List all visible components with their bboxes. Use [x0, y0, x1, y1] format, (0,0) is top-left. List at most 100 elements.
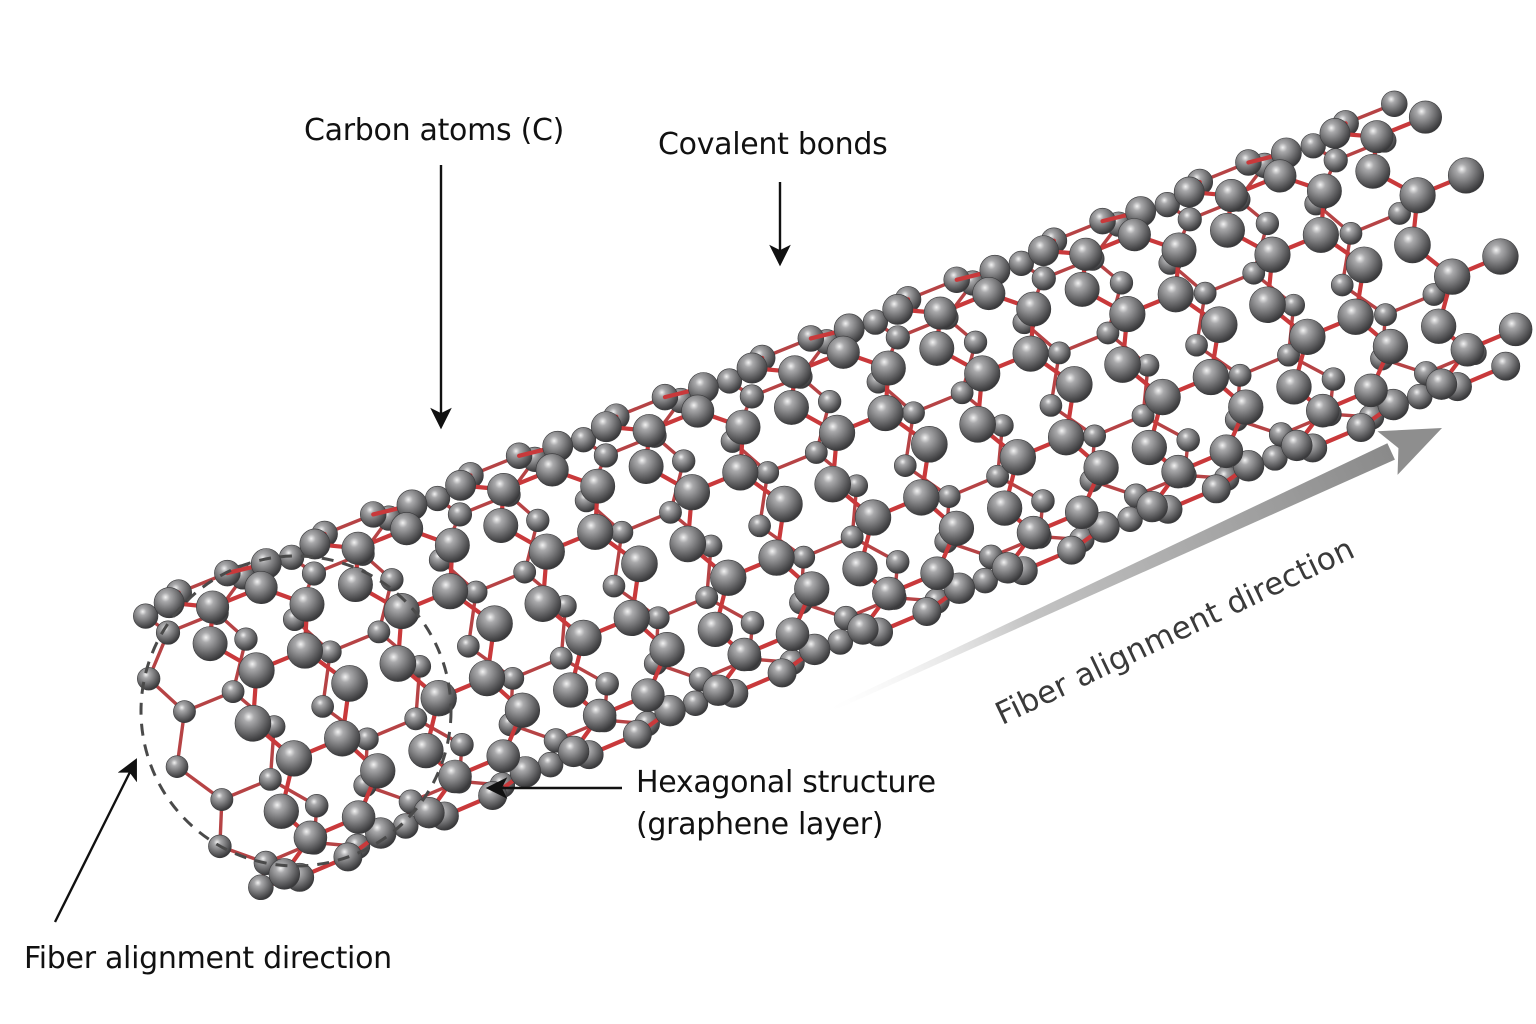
carbon-atom: [963, 330, 988, 354]
carbon-atom: [1263, 159, 1297, 193]
carbon-atom: [778, 355, 812, 389]
carbon-atom: [582, 698, 617, 733]
carbon-atom: [756, 461, 780, 484]
carbon-atom: [360, 753, 396, 789]
carbon-atom: [432, 573, 469, 610]
carbon-atom: [972, 277, 1006, 311]
carbon-atom: [513, 560, 537, 584]
carbon-atom: [324, 720, 361, 757]
carbon-atom: [1491, 351, 1521, 381]
carbon-atom: [748, 514, 771, 538]
carbon-atom: [681, 394, 715, 428]
carbon-atom: [854, 499, 892, 536]
carbon-atom: [1262, 445, 1288, 471]
carbon-atom: [248, 874, 274, 901]
carbon-atom: [1064, 495, 1099, 530]
carbon-atom: [438, 759, 472, 794]
carbon-atom: [613, 599, 650, 637]
carbon-atom: [1136, 490, 1168, 523]
carbon-atom: [1281, 429, 1313, 462]
carbon-atom: [669, 525, 707, 563]
carbon-atom: [1289, 318, 1326, 355]
carbon-atom: [903, 479, 940, 516]
carbon-atom: [1176, 428, 1200, 452]
carbon-atom: [1117, 506, 1143, 533]
carbon-atom: [1255, 211, 1280, 236]
carbon-atom: [1421, 308, 1457, 344]
carbon-atom: [847, 613, 879, 645]
carbon-atom: [526, 508, 550, 533]
carbon-atom: [1039, 394, 1063, 417]
carbon-atom: [476, 605, 513, 642]
carbon-atom: [1109, 271, 1134, 295]
carbon-atom: [1276, 369, 1312, 405]
carbon-atom: [1177, 207, 1202, 232]
carbon-atom: [1083, 424, 1107, 448]
carbon-atom: [1154, 191, 1180, 218]
carbon-atom: [893, 454, 917, 477]
carbon-atom: [673, 474, 711, 511]
carbon-atom: [468, 659, 506, 697]
carbon-atom: [722, 454, 759, 491]
carbon-atom: [1302, 216, 1339, 253]
carbon-atom: [794, 571, 830, 607]
carbon-atom: [1209, 434, 1244, 469]
carbon-atom: [1200, 306, 1238, 343]
carbon-atom: [840, 525, 864, 549]
carbon-atom: [1399, 177, 1436, 214]
carbon-atom: [590, 411, 622, 443]
carbon-atom: [553, 672, 589, 708]
carbon-atom: [987, 490, 1023, 526]
carbon-atom: [1055, 366, 1093, 403]
carbon-atom: [646, 606, 670, 630]
carbon-atom: [1131, 429, 1167, 466]
atoms-front-layer: [153, 100, 1533, 892]
carbon-atom: [408, 733, 444, 769]
carbon-atom: [379, 645, 417, 682]
carbon-atom: [234, 705, 272, 742]
carbon-atom: [1096, 321, 1120, 345]
carbon-atom: [1201, 474, 1231, 504]
carbon-atom: [487, 472, 521, 507]
carbon-atom: [413, 797, 445, 829]
carbon-atom: [702, 674, 734, 706]
carbon-atom: [301, 561, 327, 586]
carbon-atom: [999, 439, 1036, 476]
carbon-atom: [457, 634, 480, 658]
carbon-atom: [258, 767, 282, 791]
carbon-atom: [774, 390, 809, 425]
carbon-atom: [434, 527, 470, 563]
carbon-atom: [912, 597, 942, 626]
carbon-atom: [819, 414, 856, 451]
carbon-atom: [817, 390, 842, 414]
carbon-atom: [1031, 489, 1055, 513]
carbon-atom: [196, 590, 230, 624]
carbon-atom: [621, 545, 658, 583]
carbon-atom: [1008, 250, 1034, 276]
carbon-atom: [775, 617, 810, 651]
carbon-atom: [165, 755, 189, 778]
carbon-atom: [311, 695, 334, 718]
carbon-atom: [1064, 271, 1100, 307]
carbon-atom: [299, 528, 331, 560]
carbon-atom: [286, 632, 324, 669]
carbon-atom: [263, 793, 299, 829]
carbon-atom: [1192, 358, 1230, 396]
carbon-atom: [1450, 332, 1485, 367]
carbon-atom: [1306, 173, 1342, 209]
carbon-atom: [420, 680, 457, 717]
carbon-atom: [1300, 133, 1326, 159]
carbon-atom: [964, 355, 1001, 392]
carbon-atom: [991, 552, 1024, 584]
carbon-atom: [882, 293, 914, 325]
carbon-atom: [153, 587, 185, 619]
carbon-atom: [767, 658, 797, 688]
carbon-atom: [1131, 404, 1155, 428]
carbon-atom: [595, 672, 619, 696]
carbon-atom: [133, 603, 159, 629]
carbon-atom: [1425, 368, 1458, 400]
carbon-atom: [885, 325, 910, 350]
carbon-atom: [1117, 218, 1151, 252]
carbon-atom: [1254, 236, 1291, 273]
carbon-atom: [725, 409, 761, 445]
